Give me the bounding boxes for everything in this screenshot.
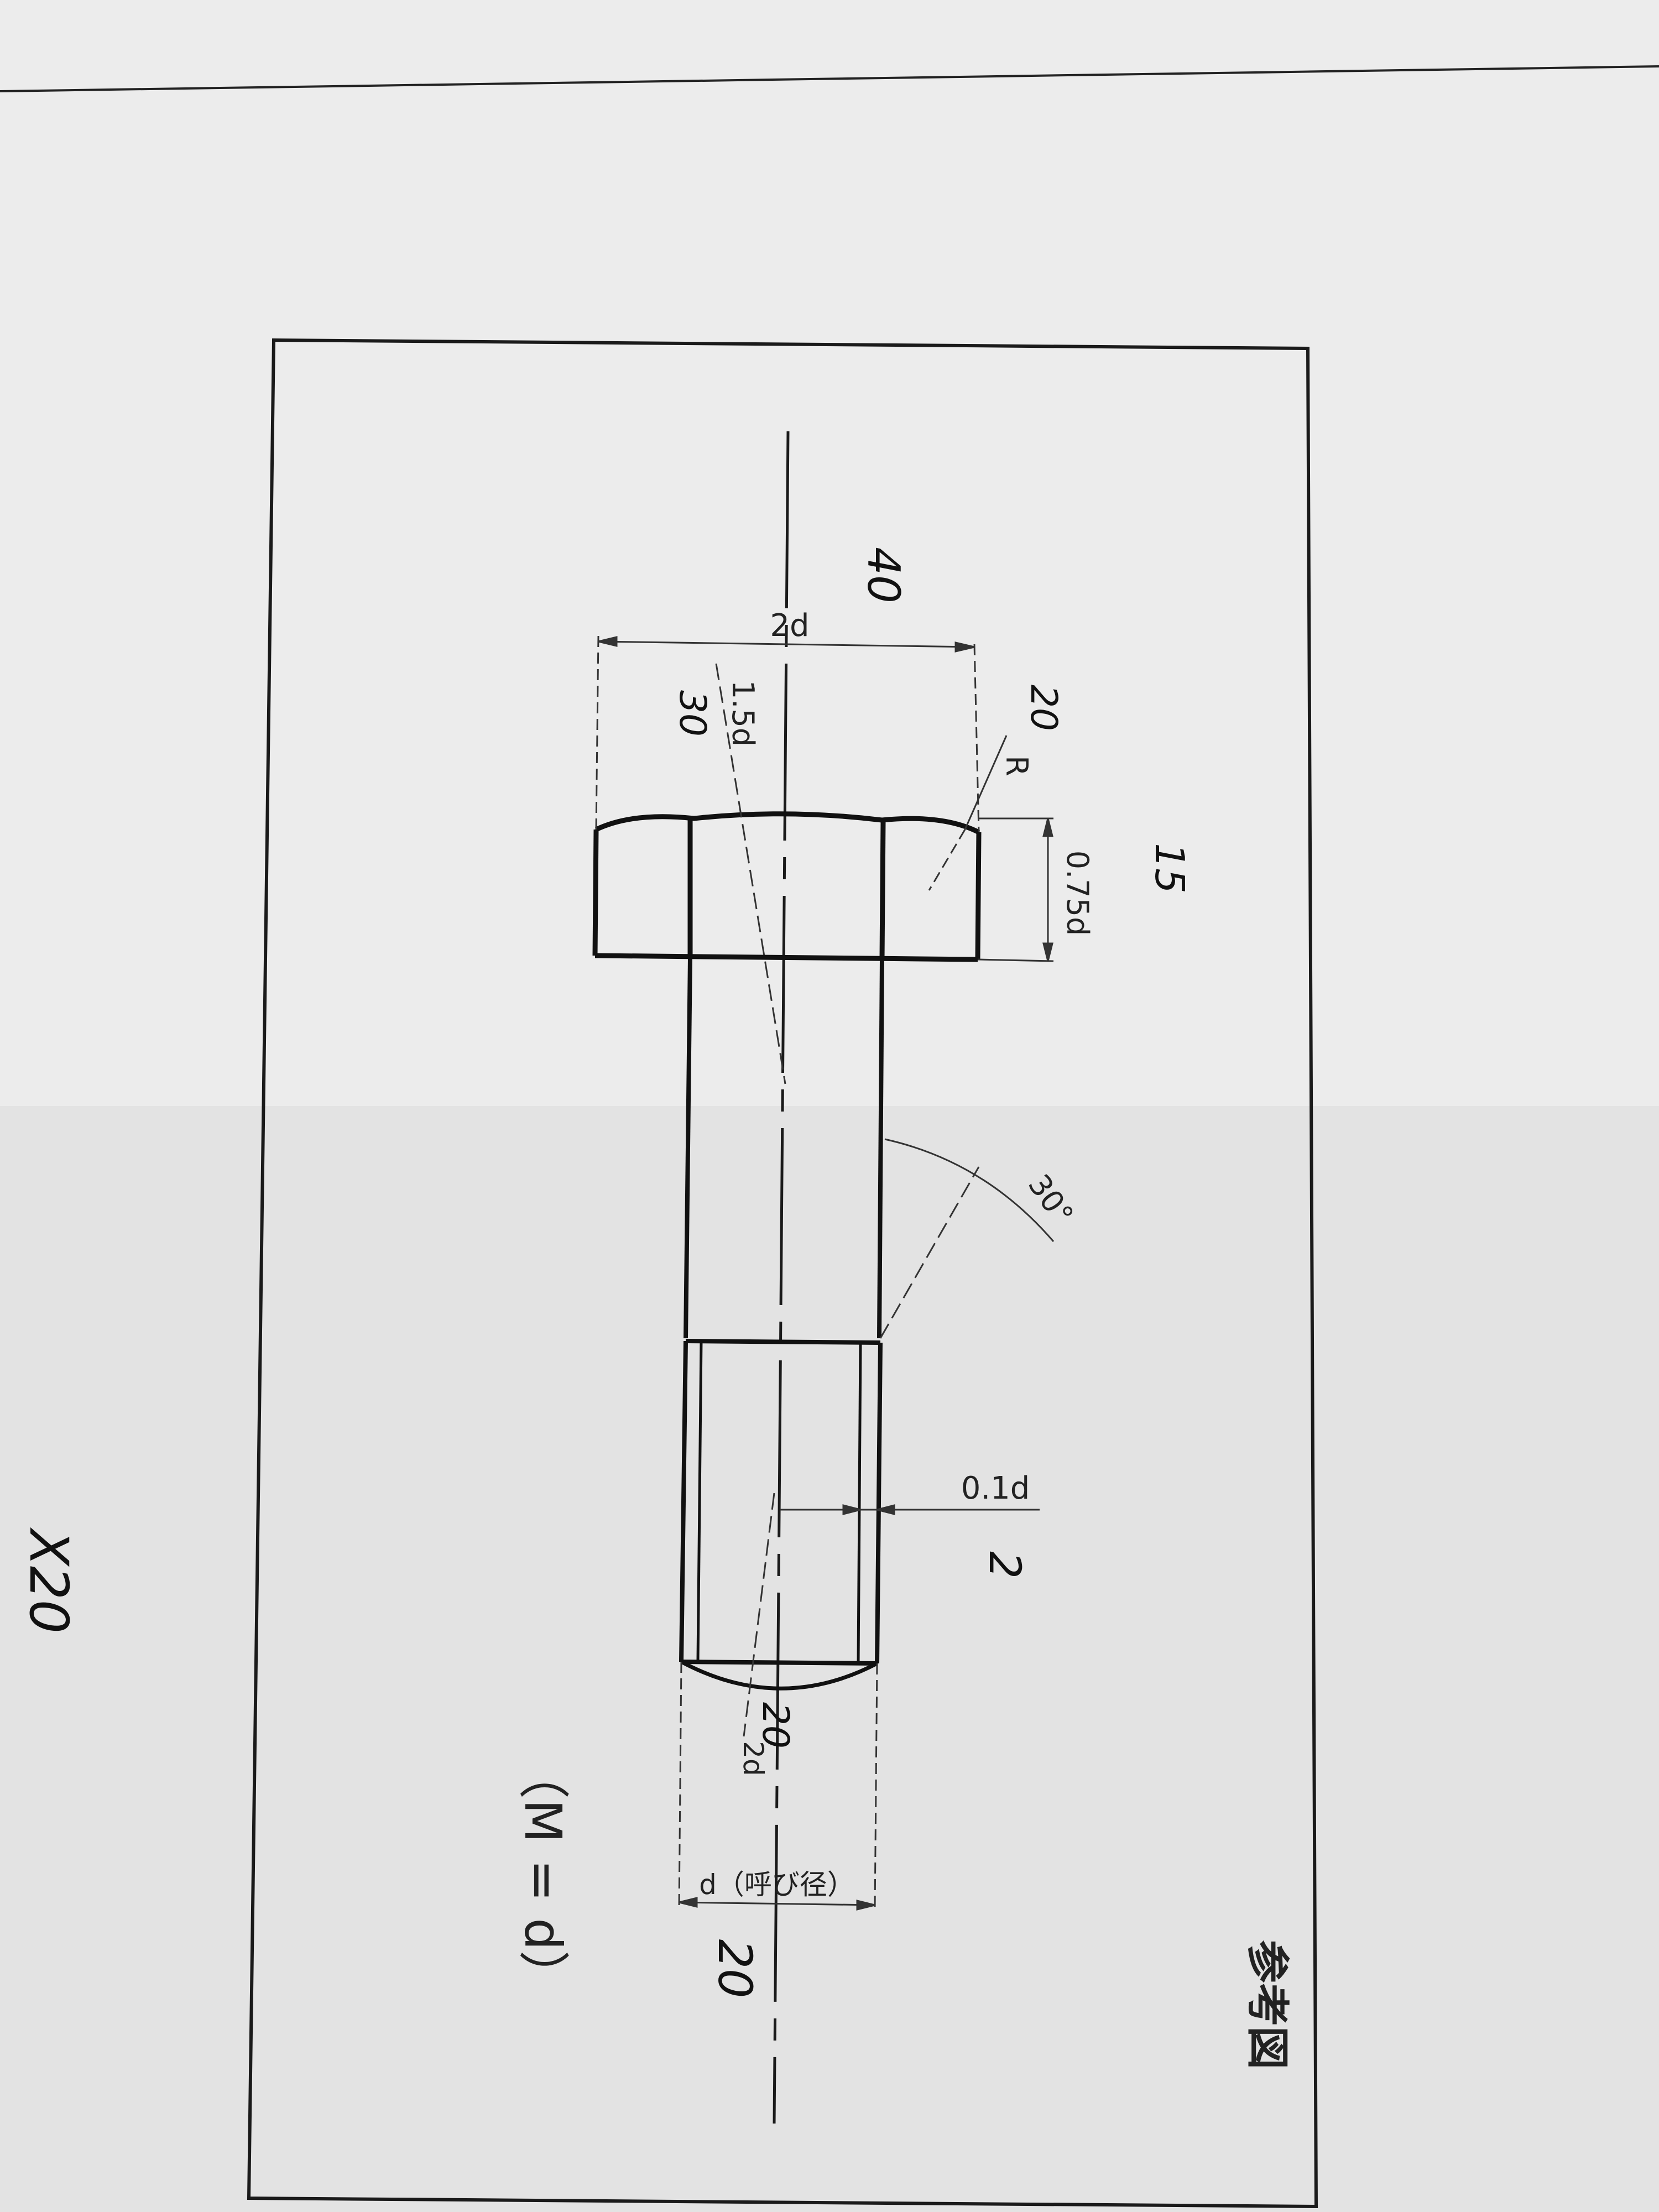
dim-thread-depth: 0.1d (961, 1470, 1030, 1506)
nominal-diameter-ext-right (874, 1663, 878, 1911)
drawing-title: 参考図 (1242, 1940, 1292, 2069)
bolt-shank-right-edge (877, 958, 884, 1339)
handwritten-note-top: 40 (858, 547, 909, 603)
head-width-arrow-right (954, 641, 975, 653)
thread-major-left (679, 1340, 688, 1662)
bolt-thread (679, 1339, 883, 1691)
bolt-center-line (773, 431, 790, 2124)
bolt-head-left-edge (592, 829, 599, 956)
chamfer-angle-arc (884, 1138, 1055, 1242)
bolt-head-top-arc (595, 811, 980, 835)
dim-head-width: 2d (770, 608, 809, 644)
nominal-diameter-dim-line (679, 1901, 875, 1906)
thread-start-line (685, 1339, 881, 1345)
handwritten-note-chamfer: 30 (671, 690, 714, 737)
nominal-diameter-arrow-left (679, 1897, 698, 1908)
bolt-head-flat-right (879, 821, 886, 959)
handwritten-note-margin: X20 (18, 1527, 80, 1634)
dim-nominal-diameter: d（呼び径） (699, 1869, 855, 1901)
nominal-diameter-ext-left (678, 1661, 682, 1908)
handwritten-note-head-height: 15 (1146, 843, 1193, 894)
nominal-diameter-arrow-right (856, 1900, 875, 1911)
dim-end-radius: 2d (737, 1741, 769, 1776)
paper-shadow (0, 1106, 1659, 2212)
thread-minor-left (696, 1340, 703, 1661)
head-height-arrow-top (1042, 818, 1053, 837)
handwritten-note-radius: 20 (1022, 685, 1065, 731)
dim-chamfer-diameter: 1.5d (726, 680, 760, 747)
head-width-arrow-left (598, 636, 618, 647)
drawing-frame (247, 338, 1318, 2209)
bolt-head (592, 811, 982, 962)
chamfer-diameter-leader (715, 663, 786, 1084)
dim-head-radius: R (999, 755, 1034, 776)
end-radius-leader (743, 1493, 775, 1737)
bolt-shank-left-edge (684, 956, 692, 1339)
radius-leader (964, 735, 1008, 830)
thread-depth-arrow-2 (877, 1504, 895, 1515)
handwritten-note-end-radius: 20 (754, 1702, 797, 1749)
bolt-end-arc (680, 1660, 878, 1691)
radius-leader-2 (928, 829, 966, 891)
handwritten-note-thread: 2 (979, 1551, 1029, 1579)
thread-depth-arrow (842, 1504, 861, 1515)
dim-head-height: 0.75d (1060, 851, 1095, 936)
head-height-ext-bottom (977, 958, 1054, 962)
dimension-lines (595, 635, 1055, 1911)
head-width-dim-line (598, 640, 975, 648)
drawing-caption: （M = d） (513, 1748, 572, 2001)
sheet-top-edge-line (0, 65, 1659, 92)
bolt-head-bottom-edge (594, 953, 978, 962)
head-height-arrow-bottom (1042, 942, 1053, 962)
bolt-head-right-edge (975, 832, 982, 960)
bolt-shank (684, 956, 884, 1339)
handwritten-note-diameter: 20 (708, 1939, 762, 1999)
chamfer-angle-ext (879, 1166, 980, 1339)
thread-end-line (681, 1660, 878, 1666)
thread-major-right (875, 1342, 883, 1664)
thread-minor-right (857, 1342, 862, 1663)
